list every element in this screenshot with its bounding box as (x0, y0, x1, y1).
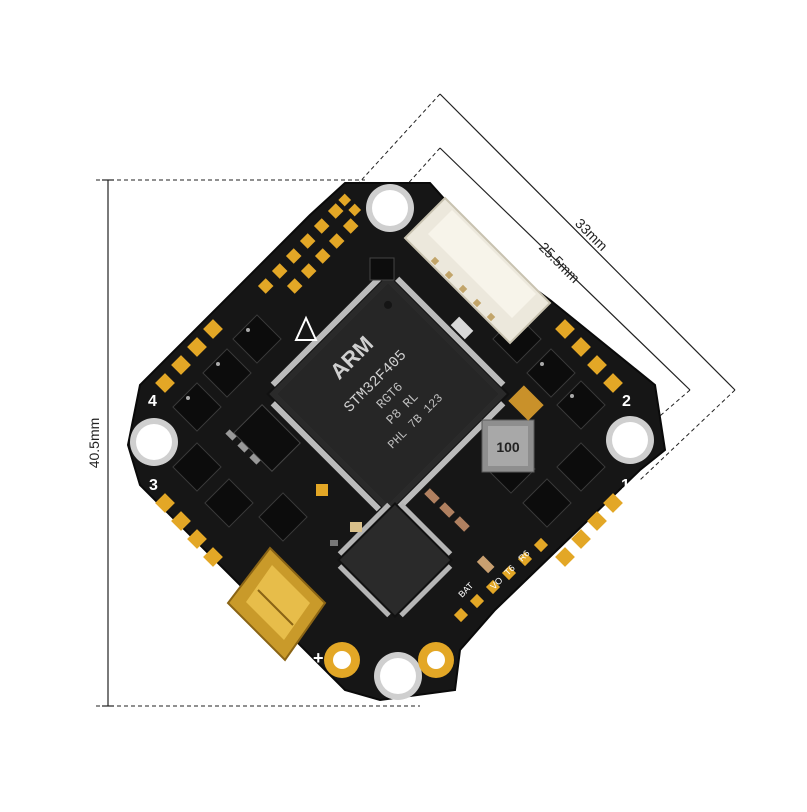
power-inductor: 100 (481, 419, 535, 473)
bulk-capacitor (508, 385, 544, 421)
mosfet-array (172, 314, 606, 542)
motor-label-3: 3 (149, 477, 158, 494)
mounting-hole-left (130, 418, 178, 466)
inner-diagonal-label: 25.5mm (536, 239, 583, 286)
battery-negative-label: − (462, 639, 473, 659)
motor-4-pads (155, 319, 223, 393)
jst-connector (403, 196, 552, 345)
outer-diagonal-label: 33mm (572, 215, 611, 254)
passive-components (316, 257, 495, 574)
flight-controller-board: + − (126, 182, 667, 702)
height-dimension-label: 40.5mm (86, 418, 102, 469)
receiver-pad-row (257, 193, 362, 294)
mcu-chip: ARM STM32F405 RGT6 P8 RL PHL 7B 123 (266, 272, 510, 516)
video-pad-row (453, 537, 549, 623)
motor-1-pads (555, 493, 623, 567)
mounting-hole-bottom (374, 652, 422, 700)
motor-2-pads (555, 319, 623, 393)
motor-label-1: 1 (621, 477, 630, 494)
battery-positive-label: + (313, 648, 324, 668)
mounting-hole-top (366, 184, 414, 232)
mounting-hole-right (606, 416, 654, 464)
usb-port (226, 546, 327, 662)
direction-arrow-icon (294, 315, 318, 341)
battery-pad-negative (418, 642, 454, 678)
battery-pad-positive (324, 642, 360, 678)
motor-label-4: 4 (148, 393, 157, 410)
motor-label-2: 2 (622, 393, 631, 410)
inductor-marking: 100 (496, 439, 520, 455)
esc-mcu-chip (337, 502, 453, 618)
voltage-regulator (225, 404, 301, 472)
